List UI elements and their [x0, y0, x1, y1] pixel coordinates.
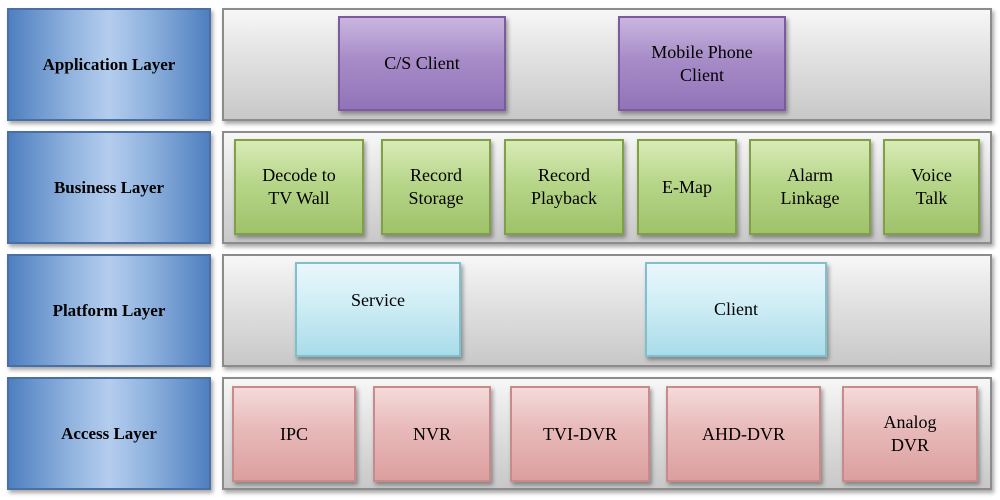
- access-layer-label-text: Access Layer: [61, 423, 157, 443]
- record-playback-node: Record Playback: [504, 139, 624, 235]
- mobile-phone-client-node: Mobile Phone Client: [618, 16, 786, 111]
- record-storage-node: Record Storage: [381, 139, 491, 235]
- analog-dvr-node: Analog DVR: [842, 386, 978, 482]
- client-node: Client: [645, 262, 827, 357]
- voice-talk-node: Voice Talk: [883, 139, 980, 235]
- nvr-node: NVR: [373, 386, 491, 482]
- alarm-linkage-node: Alarm Linkage: [749, 139, 871, 235]
- tvi-dvr-node: TVI-DVR: [510, 386, 650, 482]
- application-layer-label: Application Layer: [7, 8, 211, 121]
- cs-client-node: C/S Client: [338, 16, 506, 111]
- ahd-dvr-node: AHD-DVR: [666, 386, 821, 482]
- business-layer-label-text: Business Layer: [53, 177, 165, 197]
- decode-to-tv-wall-node: Decode to TV Wall: [234, 139, 364, 235]
- ipc-node: IPC: [232, 386, 356, 482]
- platform-layer-label-text: Platform Layer: [52, 300, 166, 320]
- business-layer-label: Business Layer: [7, 131, 211, 244]
- platform-layer-label: Platform Layer: [7, 254, 211, 367]
- application-layer-label-text: Application Layer: [42, 54, 176, 74]
- e-map-node: E-Map: [637, 139, 737, 235]
- access-layer-label: Access Layer: [7, 377, 211, 490]
- service-node: Service: [295, 262, 461, 357]
